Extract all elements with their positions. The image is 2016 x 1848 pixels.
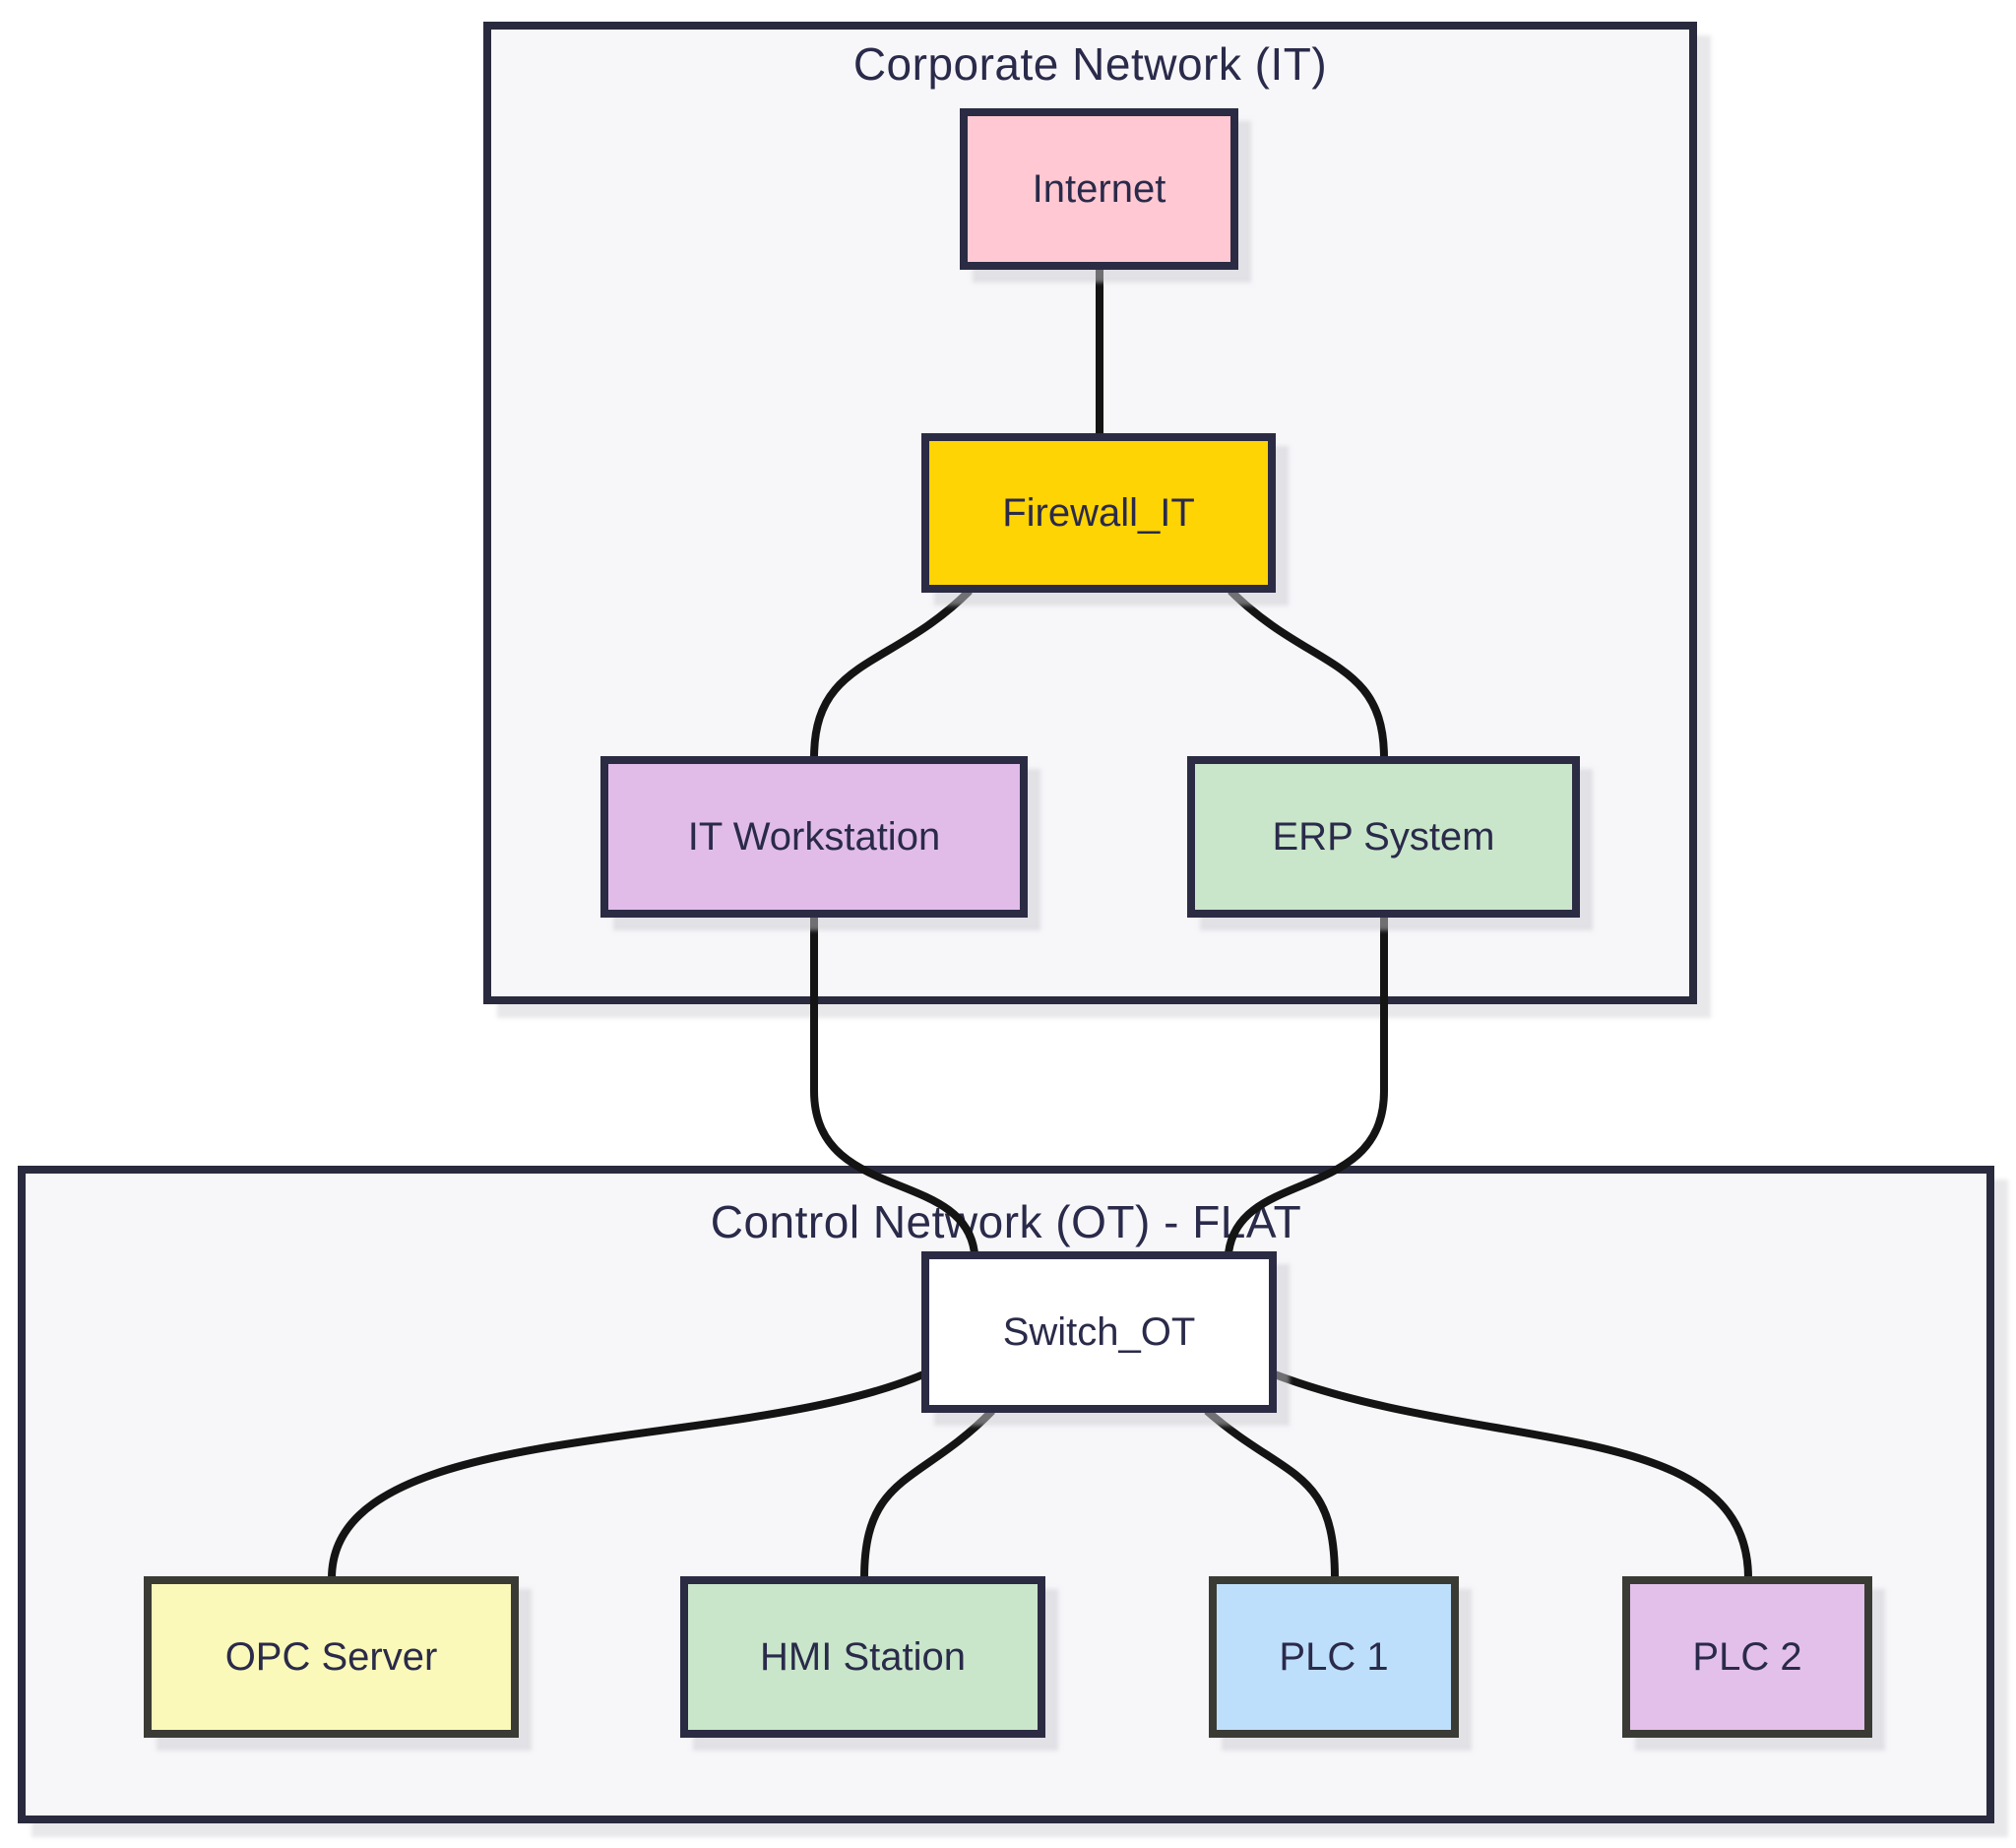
node-opc-server: OPC Server <box>144 1576 519 1738</box>
node-firewall-it-label: Firewall_IT <box>1002 490 1195 535</box>
node-plc1: PLC 1 <box>1209 1576 1459 1738</box>
node-internet-label: Internet <box>1032 166 1166 211</box>
node-plc2-label: PLC 2 <box>1692 1634 1802 1679</box>
node-switch-ot-label: Switch_OT <box>1002 1309 1196 1354</box>
node-erp-system: ERP System <box>1187 756 1580 918</box>
node-hmi-station: HMI Station <box>680 1576 1045 1738</box>
node-it-workstation-label: IT Workstation <box>687 814 941 859</box>
node-plc2: PLC 2 <box>1622 1576 1872 1738</box>
node-it-workstation: IT Workstation <box>600 756 1028 918</box>
container-title-control-network-ot: Control Network (OT) - FLAT <box>710 1196 1302 1247</box>
node-opc-server-label: OPC Server <box>224 1634 438 1679</box>
node-switch-ot: Switch_OT <box>921 1251 1277 1413</box>
node-internet: Internet <box>960 108 1238 270</box>
container-title-corporate-network-it: Corporate Network (IT) <box>852 38 1328 90</box>
node-firewall-it: Firewall_IT <box>921 433 1276 593</box>
node-erp-system-label: ERP System <box>1272 814 1495 859</box>
node-plc1-label: PLC 1 <box>1279 1634 1389 1679</box>
node-hmi-station-label: HMI Station <box>760 1634 966 1679</box>
